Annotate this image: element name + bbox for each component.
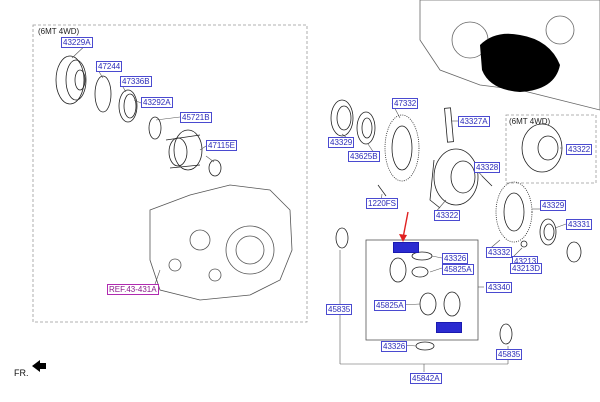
small-ring-part bbox=[208, 159, 222, 177]
pinion-shaft-part bbox=[444, 107, 454, 143]
part-label-43340[interactable]: 43340 bbox=[486, 282, 513, 293]
part-label-45721B[interactable]: 45721B bbox=[180, 112, 212, 123]
part-label-45842A[interactable]: 45842A bbox=[410, 373, 442, 384]
part-label-43322[interactable]: 43322 bbox=[434, 210, 461, 221]
oring-part bbox=[94, 75, 112, 113]
transfer-gear-part bbox=[165, 129, 203, 171]
part-label-43320-selected[interactable]: 43320 bbox=[393, 242, 420, 253]
ring-gear-left-inner bbox=[391, 125, 413, 171]
front-direction-label: FR. bbox=[14, 368, 29, 378]
part-label-43320-selected-lower[interactable]: 43320 bbox=[436, 322, 463, 333]
part-label-43326-lower[interactable]: 43326 bbox=[381, 341, 408, 352]
part-label-43322-box[interactable]: 43322 bbox=[566, 144, 593, 155]
right-assembly-box bbox=[505, 114, 597, 184]
bottom-washer bbox=[415, 341, 435, 351]
outer-washer-right bbox=[499, 323, 513, 345]
front-direction-icon bbox=[32, 360, 46, 372]
part-label-45835-right[interactable]: 45835 bbox=[496, 349, 523, 360]
part-label-43329-right[interactable]: 43329 bbox=[540, 200, 567, 211]
part-label-43326-upper[interactable]: 43326 bbox=[442, 253, 469, 264]
left-box-caption: (6MT 4WD) bbox=[38, 27, 80, 36]
part-label-43331[interactable]: 43331 bbox=[566, 219, 593, 230]
side-gear-a bbox=[389, 257, 407, 283]
part-label-45835-left[interactable]: 45835 bbox=[326, 304, 353, 315]
side-gear-b bbox=[443, 291, 461, 317]
highlight-arrow bbox=[399, 211, 409, 242]
diff-case-box-part bbox=[521, 123, 563, 173]
part-label-43213D[interactable]: 43213D bbox=[510, 263, 543, 274]
part-label-43332[interactable]: 43332 bbox=[486, 247, 513, 258]
part-label-47115E[interactable]: 47115E bbox=[206, 140, 237, 151]
small-bolt-part bbox=[520, 240, 528, 248]
part-label-1220FS[interactable]: 1220FS bbox=[366, 198, 399, 209]
part-label-47244[interactable]: 47244 bbox=[96, 61, 123, 72]
snap-ring-part bbox=[148, 116, 162, 140]
washer-a bbox=[411, 251, 433, 261]
part-label-45825A-upper[interactable]: 45825A bbox=[442, 264, 474, 275]
part-label-43327A[interactable]: 43327A bbox=[458, 116, 490, 127]
transaxle-case-part bbox=[149, 184, 293, 301]
part-label-43625B[interactable]: 43625B bbox=[348, 151, 380, 162]
left-assembly-box bbox=[32, 24, 308, 323]
reference-label-43431A[interactable]: REF.43-431A bbox=[107, 284, 159, 295]
right-washer-part bbox=[566, 241, 582, 263]
case-opening-blackout bbox=[480, 33, 560, 92]
ring-gear-left-part bbox=[384, 114, 420, 182]
pinion-gear-b bbox=[419, 292, 437, 316]
ring-gear-right-part bbox=[495, 181, 533, 243]
left-bearing-part bbox=[330, 99, 354, 137]
part-label-47332[interactable]: 47332 bbox=[392, 98, 419, 109]
part-label-47336B[interactable]: 47336B bbox=[120, 76, 152, 87]
left-seal-part bbox=[356, 111, 376, 145]
seal-cover-part bbox=[55, 55, 87, 105]
pinion-gear-a bbox=[411, 266, 429, 278]
bolt-part bbox=[377, 184, 387, 197]
outer-washer-left bbox=[335, 227, 349, 249]
part-label-43229A[interactable]: 43229A bbox=[61, 37, 93, 48]
bearing-race-part bbox=[118, 89, 138, 123]
part-label-45825A-lower[interactable]: 45825A bbox=[374, 300, 406, 311]
right-bearing-part bbox=[539, 218, 557, 246]
right-box-caption: (6MT 4WD) bbox=[509, 117, 551, 126]
ring-gear-right-inner bbox=[503, 192, 525, 232]
part-label-43292A[interactable]: 43292A bbox=[141, 97, 173, 108]
part-label-43329-left[interactable]: 43329 bbox=[328, 137, 355, 148]
diff-case-part bbox=[429, 148, 479, 209]
differential-subassembly-box bbox=[365, 239, 479, 341]
part-label-43328[interactable]: 43328 bbox=[474, 162, 501, 173]
